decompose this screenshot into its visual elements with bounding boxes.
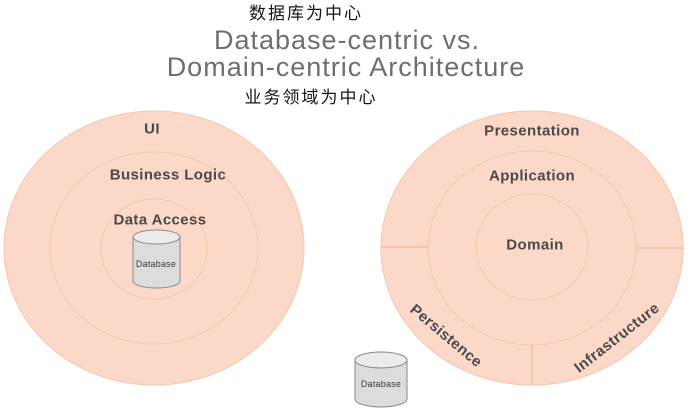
database-cylinder-icon: [132, 229, 181, 289]
database-cylinder-icon: [354, 351, 408, 408]
subtitle-domain-centric-zh: 业务领域为中心: [244, 88, 378, 107]
left-label-data-access: Data Access: [113, 211, 207, 229]
left-label-business-logic: Business Logic: [109, 166, 227, 184]
left-inner-ring: [100, 198, 208, 300]
right-label-application: Application: [488, 167, 576, 185]
database-cylinder-top: [132, 229, 181, 245]
right-inner-ring: [475, 193, 589, 301]
main-title-line2: Domain-centric Architecture: [166, 52, 526, 82]
right-diagram-rings: [380, 110, 684, 386]
database-cylinder-top: [354, 351, 408, 369]
right-label-domain: Domain: [506, 236, 564, 254]
left-database-label: Database: [135, 259, 177, 269]
main-title-line1: Database-centric vs.: [213, 25, 481, 55]
subtitle-database-centric-zh: 数据库为中心: [249, 4, 363, 23]
database-cylinder-body: [132, 236, 181, 289]
left-label-ui: UI: [144, 120, 160, 138]
right-label-presentation: Presentation: [484, 122, 580, 140]
database-cylinder-body: [354, 359, 408, 408]
right-database-label: Database: [360, 379, 402, 389]
left-middle-ring: [49, 151, 259, 345]
